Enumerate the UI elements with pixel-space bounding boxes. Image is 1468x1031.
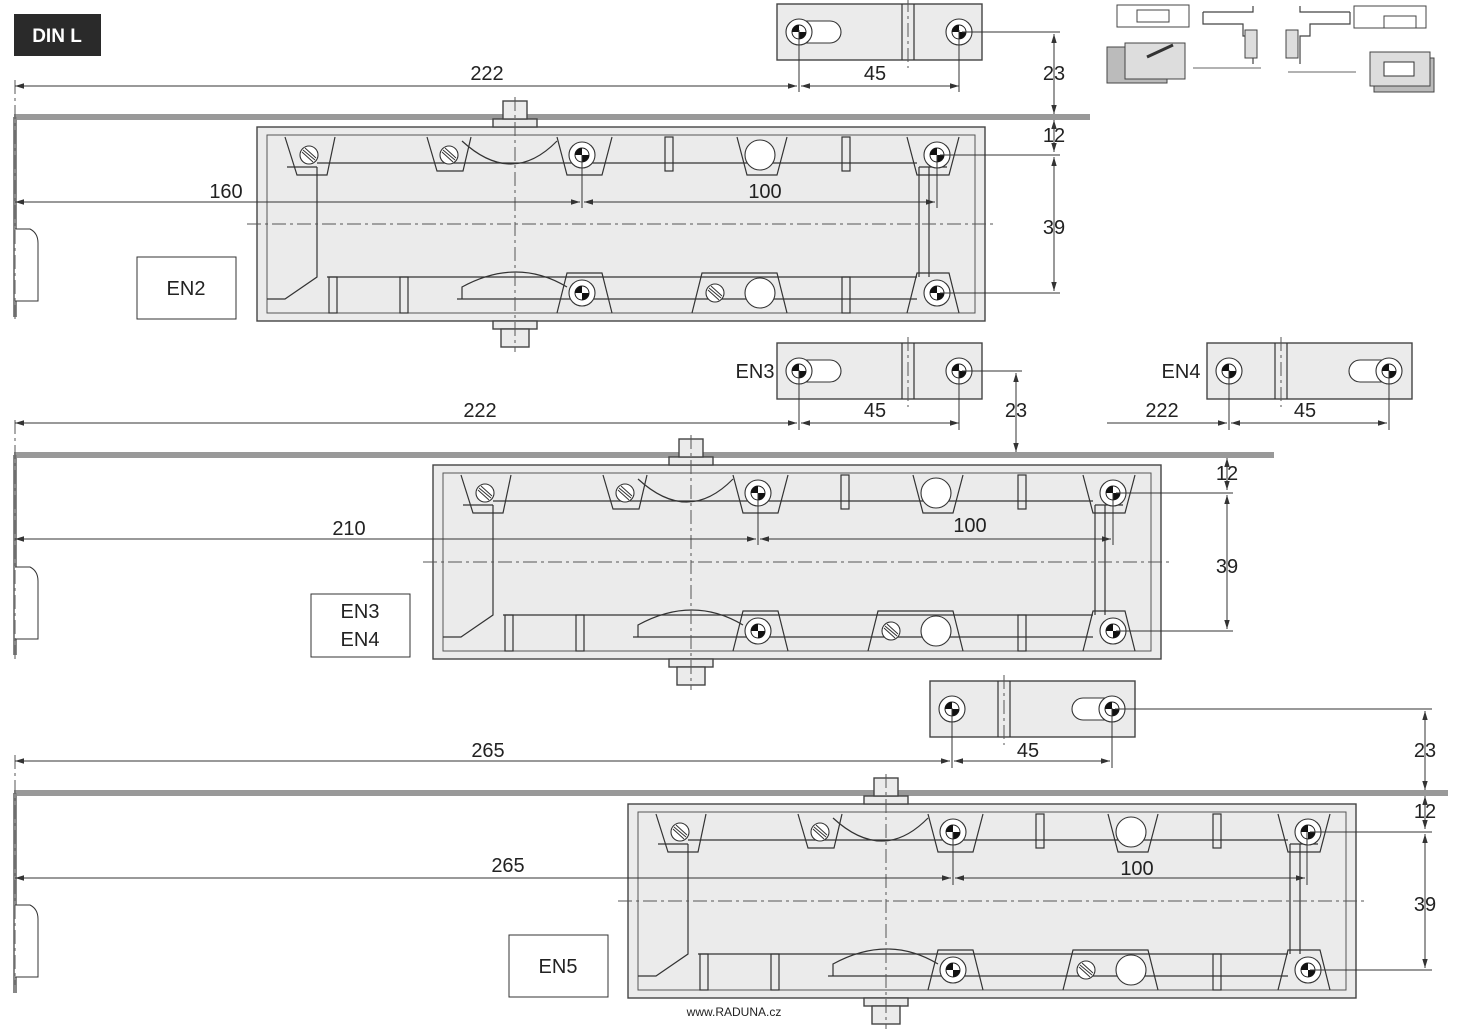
bracket-label: EN3 — [736, 361, 775, 383]
dim-bracket-spacing: 45 — [864, 63, 886, 85]
dim-bracket-spacing: 45 — [864, 400, 886, 422]
dim-hole-spacing: 100 — [1120, 858, 1153, 880]
dim-gap: 12 — [1414, 801, 1436, 823]
mounting-plate — [247, 97, 997, 352]
dim-hole-vertical: 39 — [1216, 556, 1238, 578]
mounting-variant-icon-4 — [1353, 5, 1435, 93]
model-label-line-1: EN3 — [341, 601, 380, 623]
model-label: EN5 — [539, 956, 578, 978]
dim-bracket-height: 23 — [1043, 63, 1065, 85]
dim-bracket-height: 23 — [1005, 400, 1027, 422]
dim-hole-spacing: 100 — [748, 181, 781, 203]
mounting-plate — [423, 435, 1173, 690]
side-bracket — [1207, 337, 1412, 407]
dim-wall-to-hole: 160 — [209, 181, 242, 203]
panel-en3-en4: EN3 EN4 222 45 222 45 23 12 210 100 — [13, 337, 1412, 690]
dim-wall-to-bracket: 222 — [463, 400, 496, 422]
side-bracket-label: EN4 — [1162, 361, 1201, 383]
side-dim-spacing: 45 — [1294, 400, 1316, 422]
dim-hole-spacing: 100 — [953, 515, 986, 537]
bracket — [777, 0, 982, 68]
dim-hole-vertical: 39 — [1043, 217, 1065, 239]
dim-wall-to-bracket: 222 — [470, 63, 503, 85]
model-label: EN2 — [167, 278, 206, 300]
mounting-variant-icon-2 — [1193, 6, 1261, 69]
dim-bracket-height: 23 — [1414, 740, 1436, 762]
dim-gap: 12 — [1043, 125, 1065, 147]
bracket — [930, 675, 1135, 745]
dim-wall-to-bracket: 265 — [471, 740, 504, 762]
mounting-variant-icon-1 — [1106, 4, 1190, 84]
side-dim-left: 222 — [1145, 400, 1178, 422]
mounting-plate — [618, 774, 1368, 1029]
dim-bracket-spacing: 45 — [1017, 740, 1039, 762]
website-footer: www.RADUNA.cz — [686, 1005, 782, 1019]
mounting-variant-icon-3 — [1285, 6, 1356, 73]
panel-en2: 222 45 23 12 160 100 39 EN2 — [13, 0, 1090, 352]
model-label-line-2: EN4 — [341, 629, 380, 651]
dim-hole-vertical: 39 — [1414, 894, 1436, 916]
din-tag — [14, 14, 101, 56]
dim-wall-to-hole: 265 — [491, 855, 524, 877]
din-tag-label: DIN L — [32, 26, 82, 47]
dim-gap: 12 — [1216, 463, 1238, 485]
dim-wall-to-hole: 210 — [332, 518, 365, 540]
panel-en5: 265 45 23 12 265 100 39 EN5 — [13, 675, 1448, 1029]
bracket — [777, 337, 982, 407]
